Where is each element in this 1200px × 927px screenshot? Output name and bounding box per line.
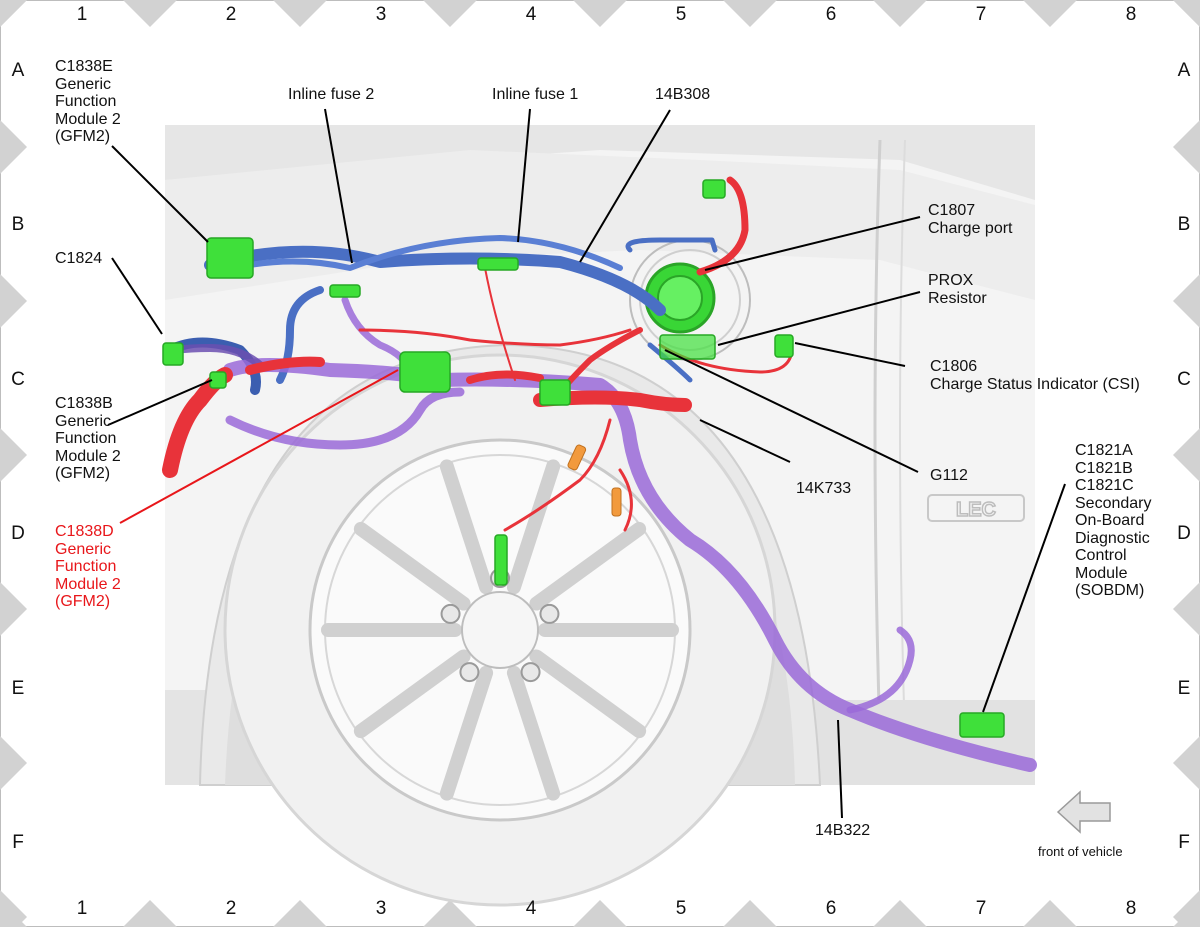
wheel-spoke [529, 521, 647, 611]
frame-diamond [123, 0, 177, 27]
label-14k733: 14K733 [796, 480, 852, 497]
lug-nut [459, 662, 480, 683]
frame-diamond [873, 900, 927, 927]
grid-col-top-3: 3 [375, 4, 387, 25]
grid-col-bottom-5: 5 [675, 898, 687, 919]
wheel-spoke [439, 459, 494, 595]
grid-row-left-a: A [11, 60, 25, 81]
frame-diamond [0, 120, 27, 174]
grid-row-left-d: D [11, 523, 25, 544]
wheel-spoke [506, 459, 561, 595]
label-inline-fuse-2: Inline fuse 2 [288, 86, 375, 103]
grid-col-top-8: 8 [1125, 4, 1137, 25]
frame-diamond [1173, 890, 1200, 927]
frame-diamond [0, 0, 27, 27]
grid-row-left-c: C [11, 369, 25, 390]
grid-col-bottom-8: 8 [1125, 898, 1137, 919]
front-arrow-icon [1056, 790, 1111, 834]
grid-col-top-4: 4 [525, 4, 537, 25]
blue-harness [165, 235, 718, 395]
wheel-spoke [529, 649, 647, 739]
frame-diamond [273, 0, 327, 27]
grid-col-top-1: 1 [76, 4, 88, 25]
grid-row-right-f: F [1178, 832, 1190, 853]
grid-col-bottom-1: 1 [76, 898, 88, 919]
grid-row-left-f: F [12, 832, 24, 853]
wheel-spoke [353, 521, 471, 611]
grid-col-bottom-7: 7 [975, 898, 987, 919]
grid-row-right-b: B [1177, 214, 1191, 235]
grid-row-left-b: B [11, 214, 25, 235]
label-c1824: C1824 [55, 250, 103, 267]
grid-col-bottom-6: 6 [825, 898, 837, 919]
frame-diamond [0, 428, 27, 482]
frame-diamond [1173, 736, 1200, 790]
frame-diamond [573, 0, 627, 27]
frame-diamond [123, 900, 177, 927]
label-inline-fuse-1: Inline fuse 1 [492, 86, 579, 103]
grid-col-bottom-2: 2 [225, 898, 237, 919]
wheel-spoke [506, 665, 561, 801]
lug-nut [520, 662, 541, 683]
badge: LEC [927, 494, 1025, 522]
frame-diamond [573, 900, 627, 927]
frame-diamond [723, 0, 777, 27]
frame-diamond [0, 274, 27, 328]
grid-col-bottom-4: 4 [525, 898, 537, 919]
leader-lines [107, 108, 1066, 819]
grid-col-top-7: 7 [975, 4, 987, 25]
connectors [162, 179, 1005, 738]
lug-nut [440, 603, 461, 624]
frame-diamond [1173, 274, 1200, 328]
frame-diamond [1173, 0, 1200, 27]
label-14b322: 14B322 [815, 822, 871, 839]
frame-diamond [1173, 428, 1200, 482]
frame-diamond [873, 0, 927, 27]
frame-diamond [1173, 120, 1200, 174]
svg-text:LEC: LEC [956, 499, 996, 521]
grid-row-left-e: E [11, 678, 25, 699]
label-front-of-vehicle: front of vehicle [1038, 844, 1123, 859]
wheel-spoke [439, 665, 494, 801]
grid-row-right-c: C [1177, 369, 1191, 390]
frame-diamond [723, 900, 777, 927]
frame-diamond [1173, 582, 1200, 636]
grid-col-top-6: 6 [825, 4, 837, 25]
grid-row-right-a: A [1177, 60, 1191, 81]
grid-row-right-d: D [1177, 523, 1191, 544]
frame-diamond [0, 582, 27, 636]
orange-fuses [567, 444, 622, 517]
leader-line-c1838d [119, 369, 399, 524]
frame-diamond [1023, 900, 1077, 927]
frame-diamond [0, 890, 27, 927]
frame-diamond [423, 0, 477, 27]
grid-row-right-e: E [1177, 678, 1191, 699]
grid-col-top-5: 5 [675, 4, 687, 25]
label-14b308: 14B308 [655, 86, 711, 103]
frame-diamond [423, 900, 477, 927]
grid-col-top-2: 2 [225, 4, 237, 25]
frame-diamond [1023, 0, 1077, 27]
frame-diamond [0, 736, 27, 790]
frame-diamond [273, 900, 327, 927]
label-g112: G112 [930, 467, 968, 484]
grid-col-bottom-3: 3 [375, 898, 387, 919]
lug-nut [539, 603, 560, 624]
wheel [223, 353, 777, 907]
wheel-spoke [353, 649, 471, 739]
